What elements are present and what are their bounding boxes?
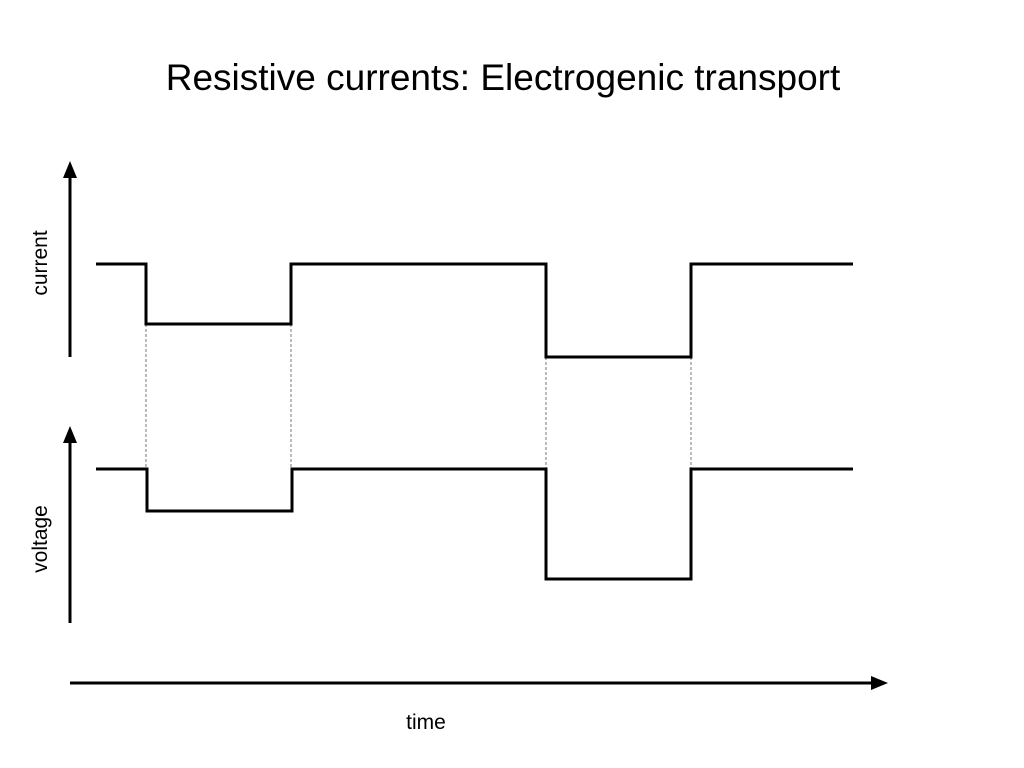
transition-guides <box>145 324 692 469</box>
current-trace <box>96 262 853 359</box>
voltage-axis-label: voltage <box>29 505 52 573</box>
slide-title: Resistive currents: Electrogenic transpo… <box>165 57 841 98</box>
current-axis-label: current <box>29 230 52 296</box>
time-axis-label: time <box>406 711 446 734</box>
voltage-trace <box>96 467 853 581</box>
voltage-axis <box>63 426 77 623</box>
current-axis <box>63 161 77 357</box>
time-axis <box>70 676 888 690</box>
